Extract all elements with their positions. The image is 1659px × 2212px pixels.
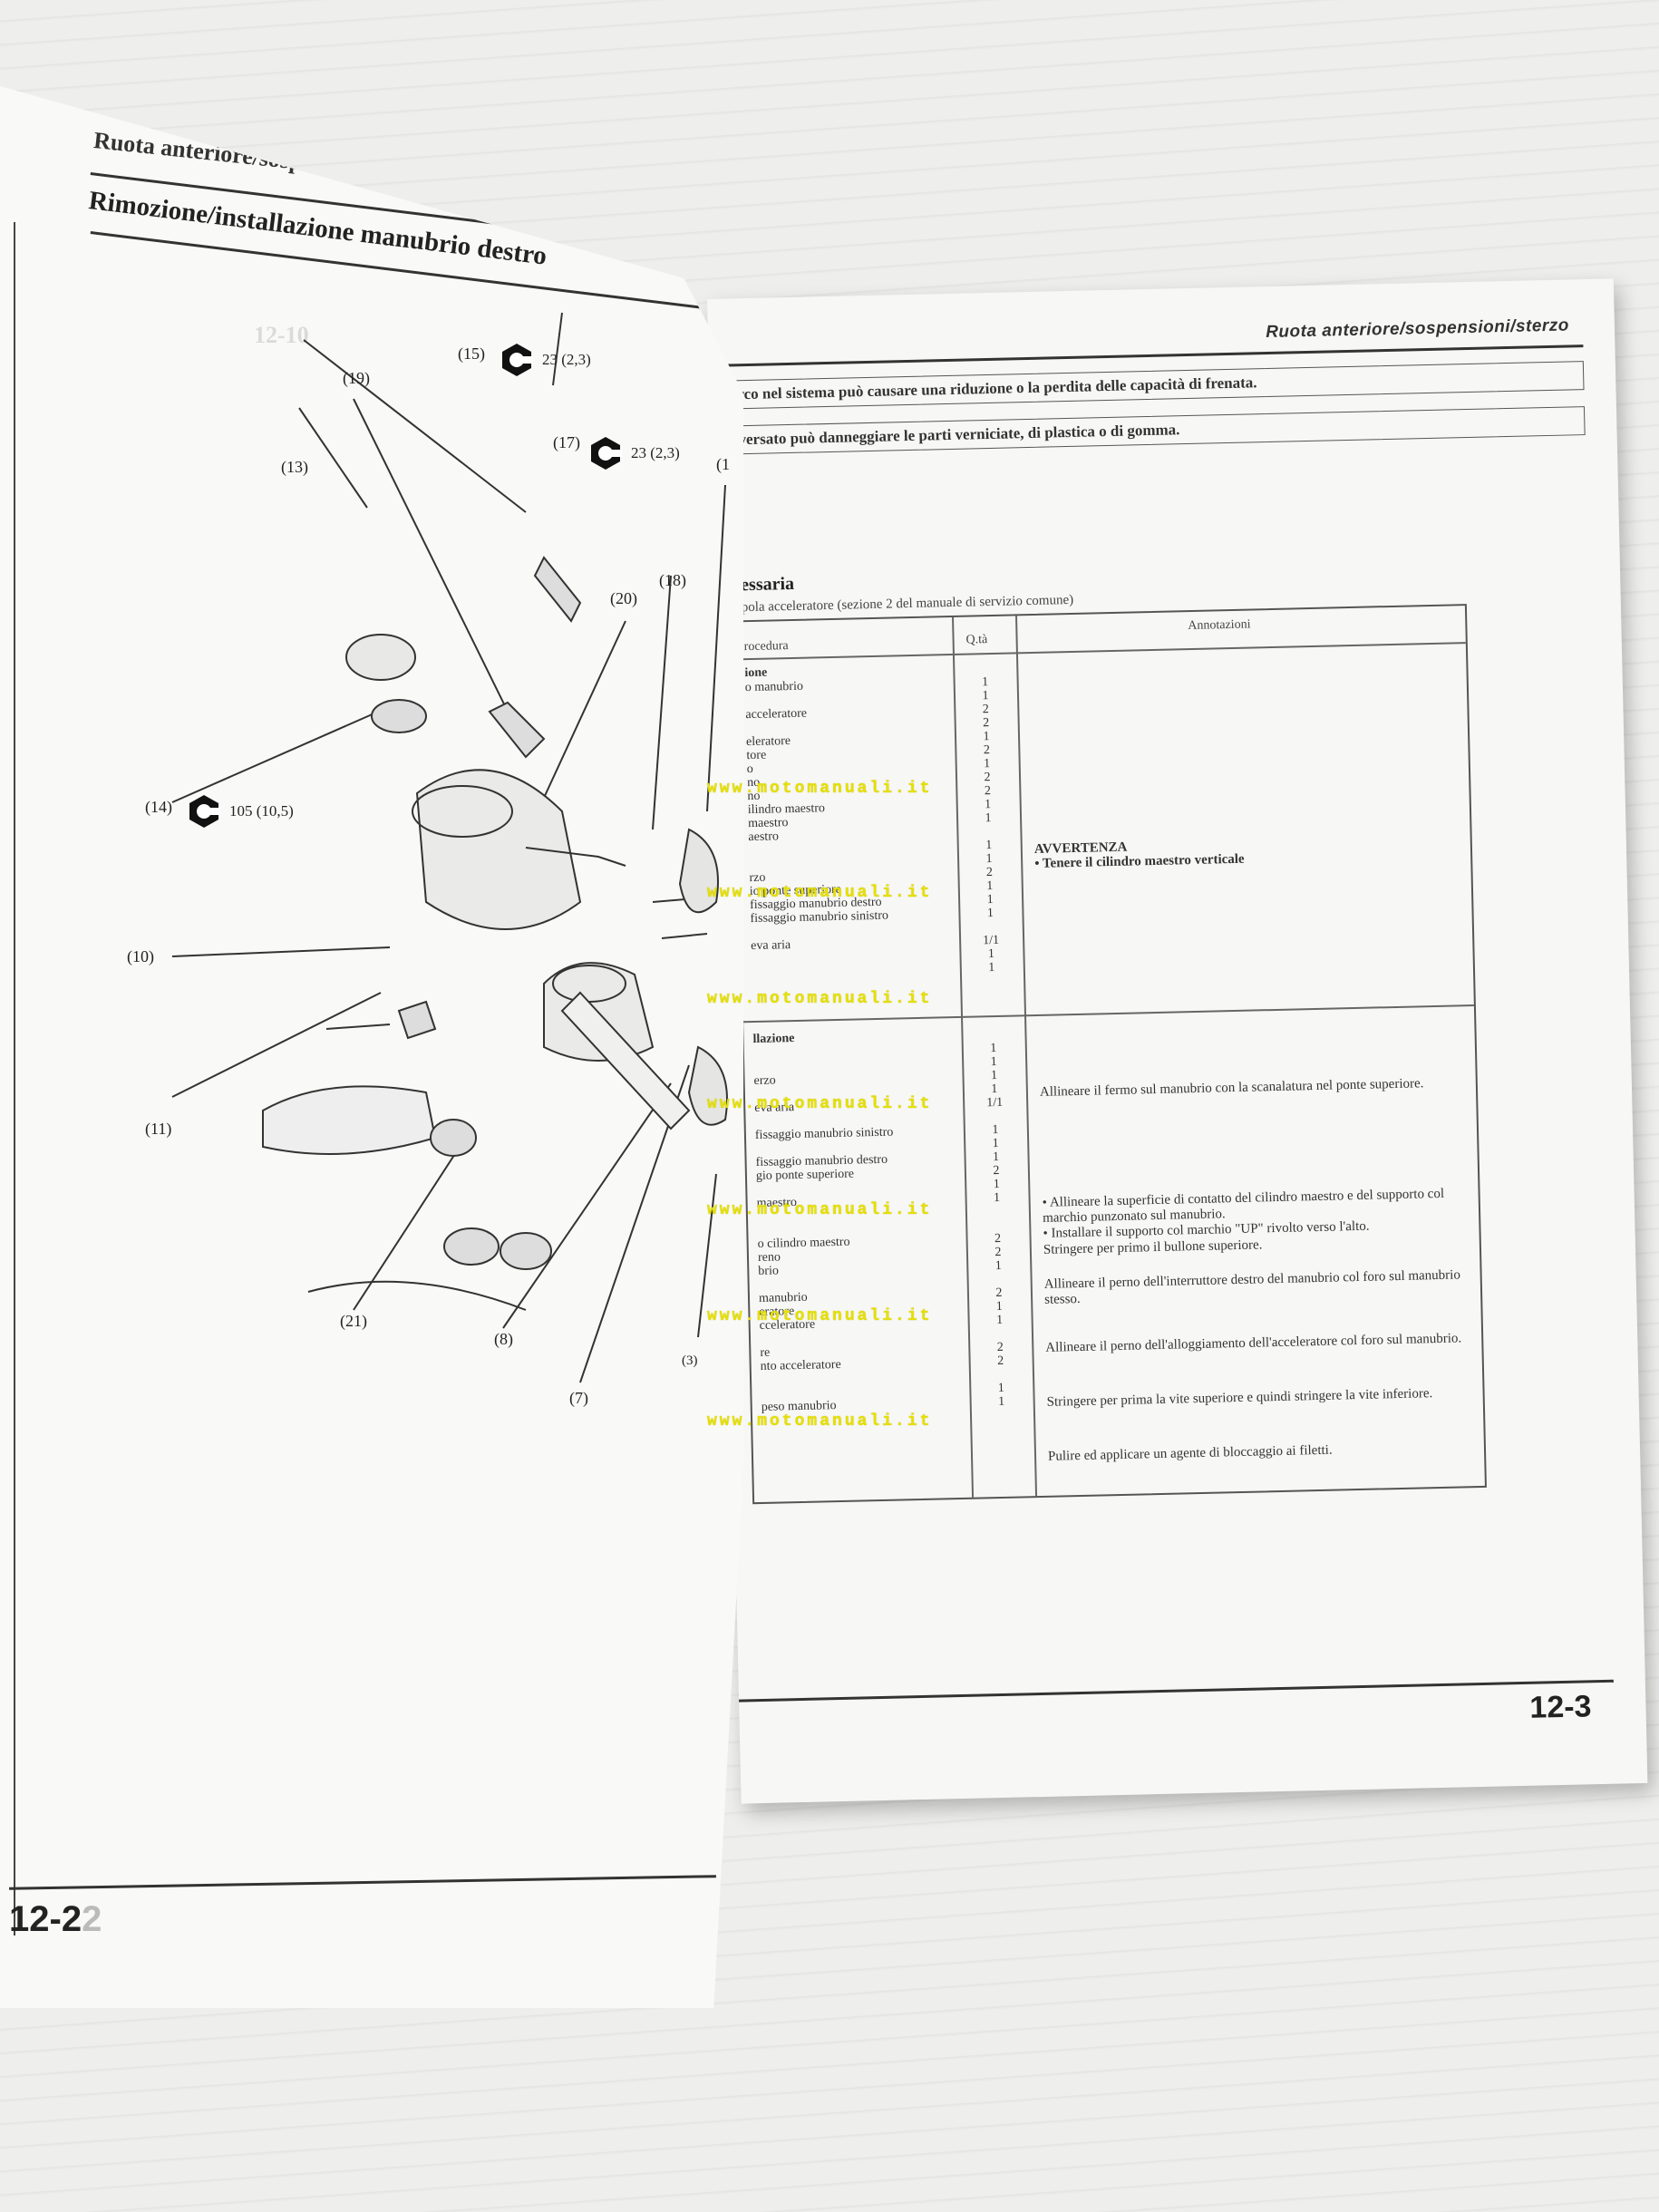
removal-title: ione — [744, 665, 768, 681]
callout-18: (18) — [659, 571, 686, 589]
table-row-procedure: fissaggio manubrio sinistro — [750, 908, 889, 927]
torque-value: 105 (10,5) — [229, 802, 294, 820]
torque-value: 23 (2,3) — [631, 444, 680, 461]
left-page: Ruota anteriore/sospensioni/sterzo Rimoz… — [0, 86, 743, 2008]
install-note: Stringere per prima la vite superiore e … — [1046, 1386, 1433, 1410]
callout-3: (3) — [682, 1353, 698, 1368]
watermark-text: www.motomanuali.it — [707, 1307, 933, 1325]
watermark-text: www.motomanuali.it — [707, 884, 933, 902]
watermark-text: www.motomanuali.it — [707, 1095, 933, 1113]
table-row-qty: 1/1 — [986, 1095, 1004, 1111]
torque-spec-14: 105 (10,5) — [186, 793, 294, 830]
col-header-qty: Q.tà — [965, 633, 988, 647]
right-page: Ruota anteriore/sospensioni/sterzo rco n… — [707, 278, 1648, 1804]
table-row-qty: 1 — [995, 1313, 1004, 1328]
install-note: Allineare il perno dell'alloggiamento de… — [1045, 1331, 1462, 1355]
procedure-table: rocedura Q.tà Annotazioni ione o manubri… — [732, 604, 1487, 1505]
table-row-procedure: nto acceleratore — [760, 1357, 841, 1373]
table-row-qty: 1 — [988, 960, 995, 975]
table-row-procedure: brio — [758, 1264, 780, 1278]
torque-spec-15: 23 (2,3) — [499, 342, 591, 378]
callout-10: (10) — [127, 947, 154, 965]
install-title: llazione — [752, 1032, 795, 1047]
right-page-header: Ruota anteriore/sospensioni/sterzo — [1265, 315, 1570, 343]
callout-13: (13) — [281, 458, 308, 476]
handlebar-exploded-diagram — [171, 312, 728, 1383]
callout-11: (11) — [145, 1120, 172, 1138]
caution-box-2: versato può danneggiare le parti vernici… — [728, 406, 1586, 455]
install-note: Allineare il fermo sul manubrio con la s… — [1039, 1076, 1424, 1100]
table-row-qty: 1 — [986, 907, 994, 921]
table-row-qty: 1 — [998, 1394, 1005, 1410]
bleed-through-text: 12-10 — [254, 322, 309, 348]
watermark-text: www.motomanuali.it — [707, 780, 933, 798]
page-number-bleed: 2 — [82, 1899, 102, 1939]
table-row-qty: 1 — [994, 1258, 1002, 1274]
section-title: essaria — [740, 573, 795, 596]
callout-19: (19) — [343, 369, 370, 387]
callout-15: (15) — [458, 344, 485, 363]
caution-box-1: rco nel sistema può causare una riduzion… — [727, 361, 1585, 410]
table-row-procedure: o manubrio — [744, 679, 804, 695]
watermark-text: www.motomanuali.it — [707, 1201, 933, 1219]
table-row-qty: 1 — [985, 811, 992, 826]
table-row-qty: 2 — [996, 1353, 1004, 1369]
torque-wrench-icon — [189, 795, 220, 828]
callout-1: (1 — [716, 455, 730, 473]
torque-spec-17: 23 (2,3) — [587, 435, 680, 471]
col-header-notes: Annotazioni — [1188, 617, 1251, 634]
table-row-qty — [970, 1217, 1024, 1218]
page-number-right: 12-3 — [1528, 1689, 1592, 1725]
footer-rule — [739, 1679, 1614, 1703]
table-row-procedure: gio ponte superiore — [755, 1167, 855, 1184]
section-note: pola acceleratore (sezione 2 del manuale… — [741, 592, 1074, 616]
table-row-qty: 1 — [993, 1190, 1001, 1206]
diagram-frame — [14, 222, 732, 1936]
table-row-procedure: erzo — [753, 1073, 776, 1089]
callout-21: (21) — [340, 1312, 367, 1330]
install-note: Pulire ed applicare un agente di bloccag… — [1047, 1442, 1333, 1464]
install-note: Allineare il perno dell'interruttore des… — [1043, 1267, 1461, 1307]
callout-14: (14) — [145, 798, 172, 816]
table-row-procedure: eva aria — [751, 938, 791, 954]
torque-value: 23 (2,3) — [542, 351, 591, 368]
table-row-procedure: fissaggio manubrio sinistro — [754, 1125, 894, 1143]
callout-8: (8) — [494, 1330, 513, 1348]
callout-7: (7) — [569, 1389, 588, 1407]
page-number-left: 12-22 — [9, 1899, 102, 1940]
page-number-left-text: 12-2 — [9, 1899, 82, 1939]
table-header-divider — [735, 642, 1466, 660]
watermark-text: www.motomanuali.it — [707, 1412, 933, 1431]
callout-20: (20) — [610, 589, 637, 607]
watermark-text: www.motomanuali.it — [707, 990, 933, 1008]
col-header-procedure: rocedura — [743, 639, 789, 655]
torque-wrench-icon — [591, 437, 622, 470]
table-row-procedure: acceleratore — [745, 706, 808, 723]
torque-wrench-icon — [502, 344, 533, 376]
callout-17: (17) — [553, 433, 580, 451]
table-row-procedure: aestro — [748, 830, 780, 845]
